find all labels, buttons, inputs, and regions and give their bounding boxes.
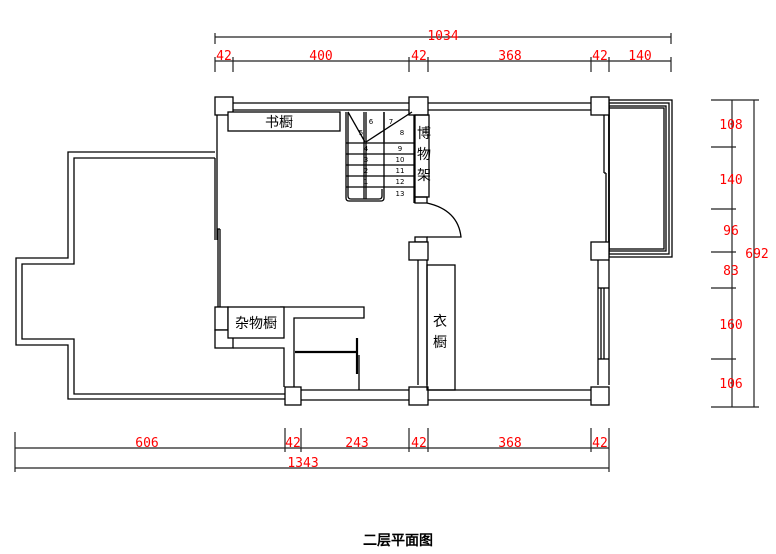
dim-top-seg: 140 — [628, 49, 651, 64]
dim-top-seg: 42 — [411, 49, 427, 64]
bookcase — [227, 111, 341, 132]
stair-step-number: 2 — [364, 167, 368, 175]
stair-step-number: 12 — [396, 178, 405, 186]
wardrobe — [426, 264, 456, 391]
dim-bottom-seg: 42 — [285, 436, 301, 451]
dim-bottom-total: 1343 — [287, 456, 318, 471]
stair-step-number: 1 — [364, 178, 368, 186]
stair-step-number: 5 — [359, 129, 363, 137]
stair-step-number: 8 — [400, 129, 404, 137]
dim-right-seg: 83 — [723, 264, 739, 279]
dim-right-seg: 160 — [719, 318, 742, 333]
dim-right-seg: 96 — [723, 224, 739, 239]
left-wing-walls — [15, 115, 285, 400]
dim-top-seg: 42 — [216, 49, 232, 64]
dim-bottom-seg: 368 — [498, 436, 521, 451]
storage-closet — [227, 306, 285, 339]
storage-closet-label: 杂物橱 — [235, 316, 277, 332]
dim-top-total: 1034 — [427, 29, 458, 44]
display-shelf — [414, 114, 430, 198]
stair-step-number: 7 — [389, 118, 393, 126]
dim-right-seg: 106 — [719, 377, 742, 392]
wardrobe-label-1: 衣 — [433, 314, 447, 330]
dim-right-seg: 140 — [719, 173, 742, 188]
dim-bottom-seg: 42 — [592, 436, 608, 451]
stair-step-number: 9 — [398, 145, 402, 153]
balcony — [608, 99, 673, 258]
right-dimension-lines — [711, 99, 759, 408]
columns — [214, 96, 610, 406]
stair-step-number: 6 — [369, 118, 374, 126]
dim-right-total: 692 — [745, 247, 768, 262]
display-shelf-label-2: 物 — [417, 147, 431, 163]
stair-step-number: 13 — [396, 190, 405, 198]
dim-bottom-seg: 606 — [135, 436, 158, 451]
dim-right-seg: 108 — [719, 118, 742, 133]
staircase — [345, 111, 414, 202]
stair-step-number: 10 — [396, 156, 405, 164]
bookcase-label: 书橱 — [265, 115, 293, 131]
dim-top-seg: 368 — [498, 49, 521, 64]
top-dimension-lines — [214, 33, 672, 72]
dim-bottom-seg: 243 — [345, 436, 368, 451]
dim-bottom-seg: 42 — [411, 436, 427, 451]
dim-top-seg: 400 — [309, 49, 332, 64]
stair-step-number: 4 — [364, 145, 369, 153]
bottom-dimension-lines — [14, 428, 610, 472]
stair-step-number: 3 — [364, 156, 368, 164]
dim-top-seg: 42 — [592, 49, 608, 64]
display-shelf-label-3: 架 — [417, 168, 431, 184]
plan-title: 二层平面图 — [363, 533, 433, 549]
display-shelf-label-1: 博 — [417, 125, 431, 142]
stair-step-number: 11 — [396, 167, 405, 175]
wardrobe-label-2: 橱 — [433, 335, 447, 351]
door-swing-arc — [426, 202, 462, 238]
